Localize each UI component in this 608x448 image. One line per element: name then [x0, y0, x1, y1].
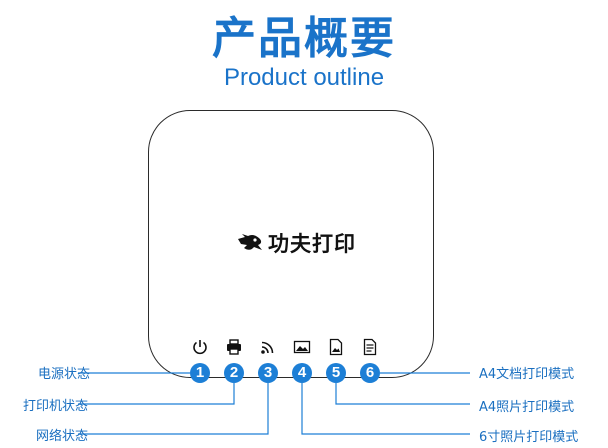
label-6inch-photo-mode: 6寸照片打印模式	[479, 430, 579, 445]
page-subtitle: Product outline	[223, 64, 385, 91]
label-printer-status: 打印机状态	[23, 399, 89, 414]
indicator-badge-5: 5	[326, 363, 346, 383]
callout-line-3	[78, 383, 269, 435]
indicator-badge-2: 2	[224, 363, 244, 383]
indicator-badge-1: 1	[190, 363, 210, 383]
callout-line-2	[78, 383, 235, 405]
label-a4-photo-mode: A4照片打印模式	[479, 400, 575, 415]
indicator-badge-6: 6	[360, 363, 380, 383]
wifi-icon	[261, 341, 274, 354]
document-icon	[363, 338, 377, 356]
logo-text: 功夫打印	[268, 232, 356, 256]
printer-icon	[227, 339, 241, 355]
label-a4-document-mode: A4文档打印模式	[479, 367, 575, 382]
photo-doc-icon	[329, 338, 343, 356]
page-title: 产品概要	[212, 13, 396, 64]
label-power-status: 电源状态	[38, 367, 91, 382]
callout-line-5	[335, 383, 470, 405]
label-network-status: 网络状态	[36, 429, 89, 444]
power-icon	[193, 340, 207, 355]
indicator-badge-4: 4	[292, 363, 312, 383]
indicator-badge-3: 3	[258, 363, 278, 383]
callout-line-4	[301, 383, 470, 435]
photo-icon	[293, 340, 311, 354]
device-body	[148, 110, 434, 378]
logo-mark-icon	[238, 234, 262, 250]
brand-logo: 功夫打印	[236, 228, 356, 258]
